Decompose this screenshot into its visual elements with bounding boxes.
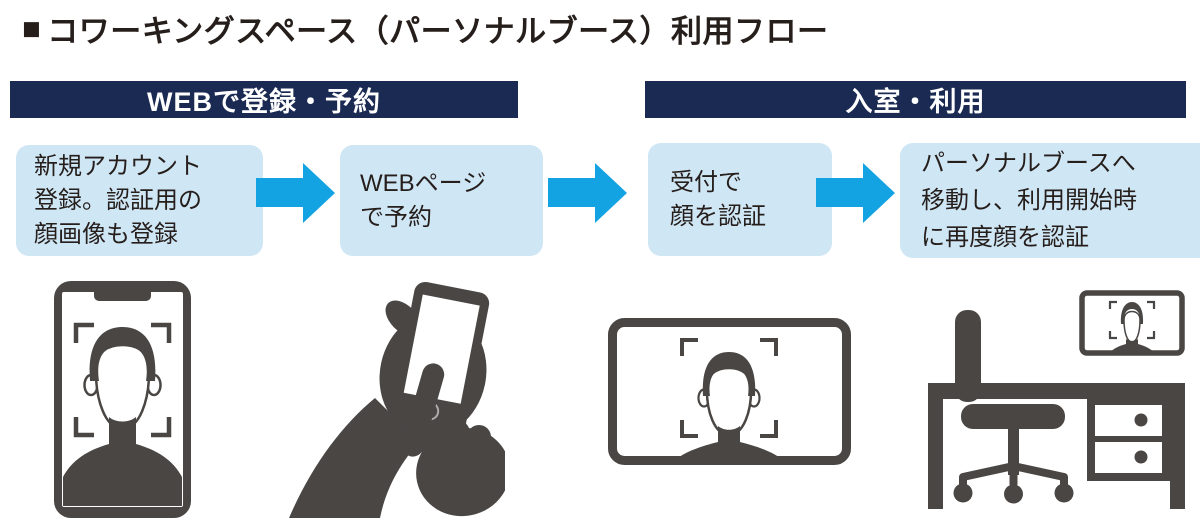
page-title-text: コワーキングスペース（パーソナルブース）利用フロー	[47, 14, 829, 49]
section-header-label: 入室・利用	[845, 87, 986, 117]
section-header-web-registration: WEBで登録・予約	[10, 81, 518, 118]
title-square-marker: ■	[22, 10, 42, 46]
section-header-entry-use: 入室・利用	[645, 81, 1186, 118]
step-box-reception-face-auth: 受付で 顔を認証	[648, 143, 832, 256]
page-title: ■ コワーキングスペース（パーソナルブース）利用フロー	[22, 6, 829, 51]
flow-arrow-icon	[816, 163, 895, 223]
step-box-booth-face-auth: パーソナルブースへ 移動し、利用開始時 に再度顔を認証	[900, 143, 1200, 258]
smartphone-face-scan-icon	[54, 281, 191, 518]
step-text: パーソナルブースへ 移動し、利用開始時 に再度顔を認証	[921, 150, 1137, 251]
step-text: WEBページ で予約	[360, 169, 487, 231]
reception-face-scan-icon	[608, 318, 851, 465]
booth-desk-monitor-icon	[925, 288, 1195, 513]
step-box-account-registration: 新規アカウント 登録。認証用の 顔画像も登録	[16, 145, 263, 256]
hand-holding-smartphone-icon	[283, 274, 505, 518]
step-text: 受付で 顔を認証	[670, 168, 766, 230]
step-text: 新規アカウント 登録。認証用の 顔画像も登録	[34, 152, 202, 248]
step-box-web-reservation: WEBページ で予約	[340, 145, 543, 256]
flow-arrow-icon	[548, 163, 627, 223]
flow-arrow-icon	[256, 163, 335, 223]
section-header-label: WEBで登録・予約	[147, 87, 381, 117]
